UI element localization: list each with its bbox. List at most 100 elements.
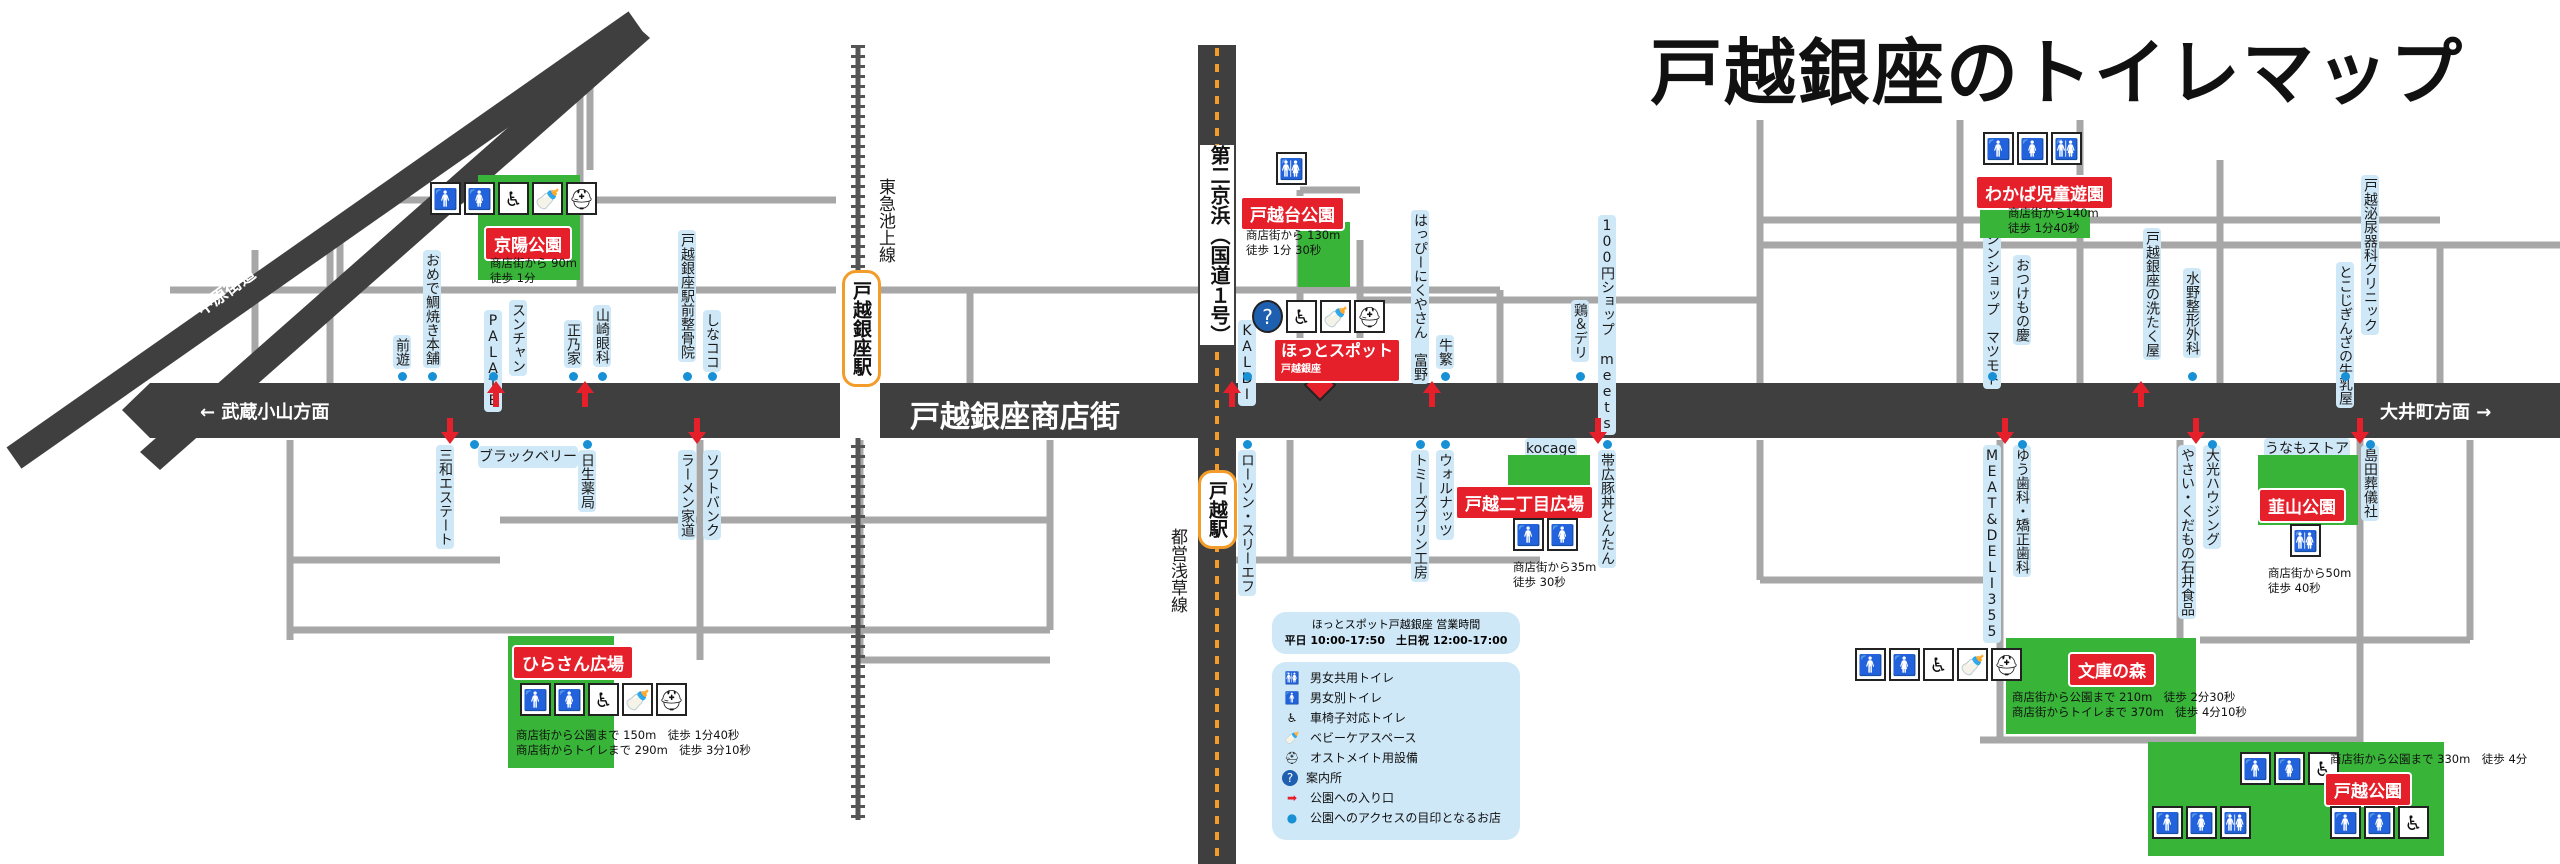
poi-label: とこじぎんざの牛乳屋 [2336,262,2354,408]
wheelchair-icon: ♿ [588,683,619,716]
entrance-arrow-icon [487,381,505,407]
nichome-park-label[interactable]: 戸越二丁目広場 [1455,485,1594,520]
legend-box: 🚻男女共用トイレ 🚹男女別トイレ ♿車椅子対応トイレ 🍼ベビーケアスペース ⛑オ… [1272,662,1520,840]
legend-label: ベビーケアスペース [1310,731,1417,745]
wheelchair-icon: ♿ [2398,806,2429,839]
nirayama-park-label[interactable]: 韮山公園 [2258,488,2346,523]
legend-row: 🚹 男女別トイレ [1282,688,1510,708]
unisex-toilet-icon: 🚻 [1276,152,1307,185]
route1-label: 第二京浜（国道１号） [1200,145,1234,345]
ostomate-icon: ⛑ [1284,751,1300,765]
separate-toilet-icon: 🚺 [2017,132,2048,165]
togoshi-station[interactable]: 戸越駅 [1198,470,1237,549]
poi-label: 日生薬局 [578,450,596,512]
park-info-line: 商店街から公園まで 210m 徒歩 2分30秒 [2012,690,2236,704]
separate-toilet-icon: 🚹 [520,683,551,716]
togoshi-park-icons-top: 🚹 🚺 ♿ [2240,752,2339,785]
hotspot-label[interactable]: ほっとスポット 戸越銀座 [1273,338,1402,383]
tokyu-line-label: 東急池上線 [875,175,895,266]
poi-label: ミシンショップ マツモト [1983,215,2001,389]
separate-toilet-icon: 🚹 [430,182,461,215]
hotspot-sub: 戸越銀座 [1281,364,1321,375]
separate-toilet-icon: 🚹 [1513,518,1544,551]
hotspot-name: ほっとスポット [1281,341,1394,360]
separate-toilet-icon: 🚹 [2152,806,2183,839]
landmark-dot [708,372,717,381]
park-info-line: 商店街からトイレまで 370m 徒歩 4分10秒 [2012,705,2247,719]
poi-label: 帯広豚丼とんたん [1598,450,1616,568]
poi-label: ラーメン家道 [678,450,696,540]
landmark-dot [398,372,407,381]
poi-label: おつけもの慶 [2013,255,2031,345]
entrance-arrow-icon [576,381,594,407]
poi-label: ウォルナッツ [1436,450,1454,540]
poi-label: 正乃家 [564,320,582,368]
wakaba-park-label[interactable]: わかば児童遊園 [1975,175,2114,210]
togoshidai-info: 商店街から 130m 徒歩 1分 30秒 [1246,228,1340,258]
landmark-dot [2366,440,2375,449]
landmark-dot [1243,372,1252,381]
asakusa-line-label: 都営浅草線 [1167,525,1187,616]
landmark-dot [598,372,607,381]
park-info-line: 商店街から50m [2268,566,2352,580]
legend-row: 🍼ベビーケアスペース [1282,728,1510,748]
hirasan-icons: 🚹 🚺 ♿ 🍼 ⛑ [520,683,687,716]
separate-toilet-icon: 🚺 [2186,806,2217,839]
landmark-dot [470,440,479,449]
park-info-line: 徒歩 1分 30秒 [1246,243,1322,257]
entrance-arrow-icon [2187,418,2205,444]
entrance-arrow-icon [1423,381,1441,407]
nichome-icons: 🚹 🚺 [1513,518,1578,551]
landmark-dot [1416,440,1425,449]
poi-label: KALDI [1238,320,1256,406]
togoshidai-park-area[interactable] [1298,222,1350,287]
entrance-arrow-icon [688,418,706,444]
wheelchair-icon: ♿ [498,182,529,215]
information-icon: ? [1282,770,1298,786]
main-street-east [880,383,2560,438]
nirayama-icons: 🚻 [2290,524,2321,557]
baby-care-icon: 🍼 [532,182,563,215]
baby-care-icon: 🍼 [1957,648,1988,681]
hirasan-park-label[interactable]: ひらさん広場 [512,645,634,680]
togoshi-park-label[interactable]: 戸越公園 [2324,772,2412,807]
poi-label: MEAT&DELI355 [1983,445,2001,643]
park-info-line: 徒歩 40秒 [2268,581,2321,595]
legend-label: 案内所 [1306,771,1343,785]
park-info-line: 徒歩 1分40秒 [2008,221,2080,235]
park-info-line: 商店街から35m [1513,560,1597,574]
poi-label: やさい・くだもの石井食品 [2178,445,2196,619]
landmark-dot [2018,440,2027,449]
landmark-dot [2208,440,2217,449]
poi-label: 鶏＆デリ [1571,300,1589,362]
nirayama-info: 商店街から50m 徒歩 40秒 [2268,566,2351,596]
keiyo-info: 商店街から 90m 徒歩 1分 [490,256,577,286]
park-info-line: 商店街から公園まで 150m 徒歩 1分40秒 [516,728,740,742]
ostomate-icon: ⛑ [1354,300,1385,333]
legend-row: ♿車椅子対応トイレ [1282,708,1510,728]
poi-label: 水野整形外科 [2183,268,2201,358]
nichome-info: 商店街から35m 徒歩 30秒 [1513,560,1596,590]
wakaba-icons: 🚹 🚺 🚻 [1983,132,2082,165]
togoshi-ginza-station[interactable]: 戸越銀座駅 [842,270,881,387]
separate-toilet-icon: 🚹 [1284,691,1300,705]
bunko-park-label[interactable]: 文庫の森 [2068,652,2156,687]
togoshidai-park-label[interactable]: 戸越台公園 [1240,196,1345,231]
baby-care-icon: 🍼 [1320,300,1351,333]
landmark-dot [683,372,692,381]
park-info-line: 商店街からトイレまで 290m 徒歩 3分10秒 [516,743,751,757]
west-direction-label: ← 武蔵小山方面 [200,402,330,423]
landmark-dot [489,372,498,381]
separate-toilet-icon: 🚹 [1983,132,2014,165]
wheelchair-icon: ♿ [1286,300,1317,333]
poi-label: ローソン・スリーエフ [1238,450,1256,596]
togoshi-park-icons-bottom: 🚹 🚺 🚻 [2152,806,2251,839]
togoshidai-icons: 🚻 [1276,152,1307,185]
legend-label: 公園へのアクセスの目印となるお店 [1310,811,1502,825]
keiyo-park-label[interactable]: 京陽公園 [484,226,572,261]
poi-label: kocage [1525,438,1577,460]
poi-label: 牛繁 [1436,335,1454,369]
ostomate-icon: ⛑ [566,182,597,215]
legend-label: 男女別トイレ [1310,691,1383,705]
landmark-dot [1576,372,1585,381]
